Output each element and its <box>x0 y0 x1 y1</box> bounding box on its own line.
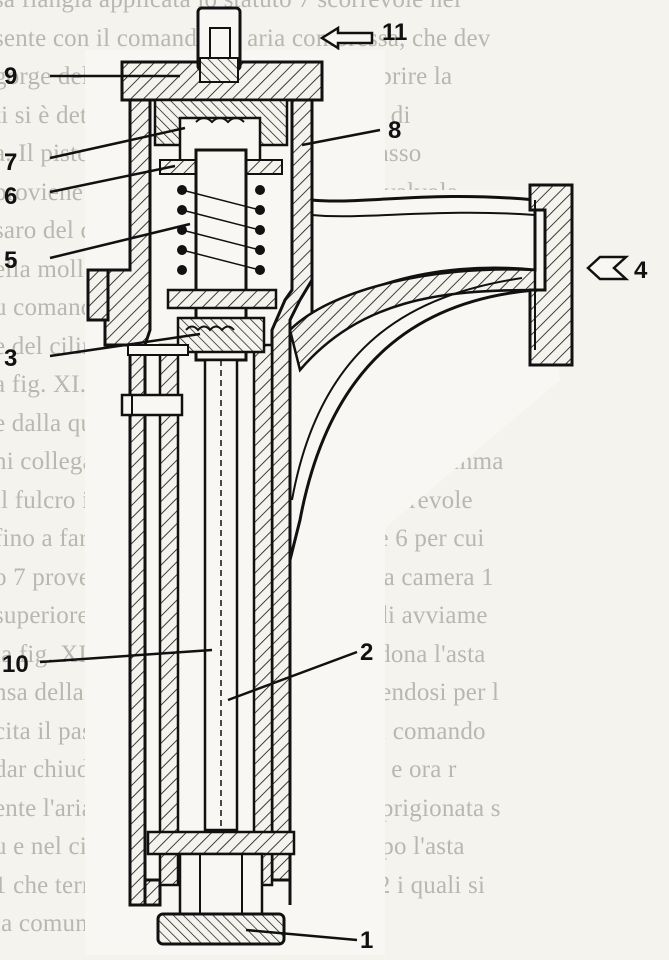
label-6: 6 <box>4 183 17 210</box>
leader-lines <box>39 74 381 942</box>
label-2: 2 <box>360 639 373 666</box>
label-7: 7 <box>4 149 17 176</box>
cup-valve-and-packing <box>166 288 278 354</box>
label-5: 5 <box>4 247 17 274</box>
label-11: 11 <box>382 19 407 46</box>
top-cover <box>120 6 324 102</box>
drawing-backdrop <box>85 50 560 955</box>
bottom-end <box>146 830 296 946</box>
label-3: 3 <box>4 345 17 372</box>
label-9: 9 <box>4 63 17 90</box>
label-1: 1 <box>360 927 373 954</box>
label-4: 4 <box>634 257 648 284</box>
inlet-flange <box>528 183 574 367</box>
callout-labels: 11 9 8 7 6 5 4 3 2 10 1 <box>2 19 648 954</box>
label-10: 10 <box>2 651 29 678</box>
background-text-line: sente con il comando 11 aria compressa, … <box>0 24 491 52</box>
body-bolts <box>120 344 189 417</box>
arrow-4 <box>586 255 630 281</box>
valve-body <box>86 93 332 907</box>
arrow-11 <box>319 25 374 51</box>
return-spring <box>177 185 265 275</box>
label-8: 8 <box>388 117 401 144</box>
